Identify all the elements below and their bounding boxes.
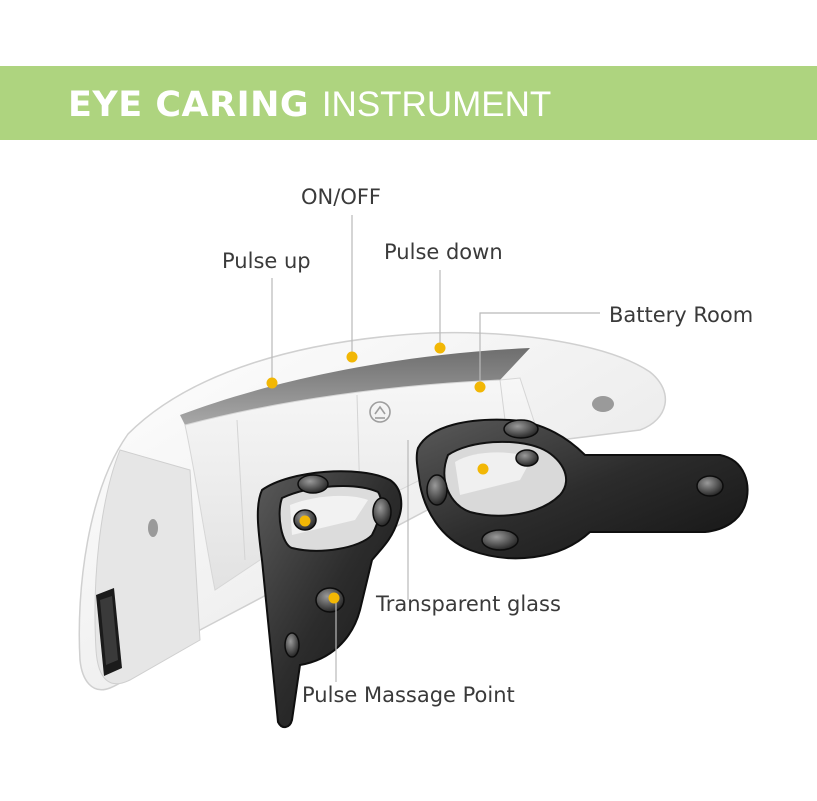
- leader-lines: [271, 215, 600, 682]
- label-battery-room: Battery Room: [609, 303, 754, 327]
- title-bold: EYE CARING: [68, 85, 310, 125]
- marker-left-eye: [299, 515, 311, 527]
- marker-right-eye: [477, 463, 489, 475]
- marker-on-off: [346, 351, 358, 363]
- marker-pulse-down: [434, 342, 446, 354]
- label-transparent-glass: Transparent glass: [376, 592, 561, 616]
- marker-pulse-up: [266, 377, 278, 389]
- label-on-off: ON/OFF: [301, 185, 382, 209]
- marker-massage-point: [328, 592, 340, 604]
- header-banner: [0, 66, 817, 140]
- label-pulse-up: Pulse up: [222, 249, 311, 273]
- marker-battery-room: [474, 381, 486, 393]
- label-pulse-down: Pulse down: [384, 240, 503, 264]
- title-light: INSTRUMENT: [321, 85, 552, 124]
- page-title: EYE CARING INSTRUMENT: [68, 85, 551, 125]
- top-panel: [180, 348, 530, 425]
- shell-left-wall: [94, 449, 201, 685]
- callout-markers: [266, 342, 489, 604]
- power-icon: [369, 401, 391, 423]
- label-pulse-massage-point: Pulse Massage Point: [302, 683, 515, 707]
